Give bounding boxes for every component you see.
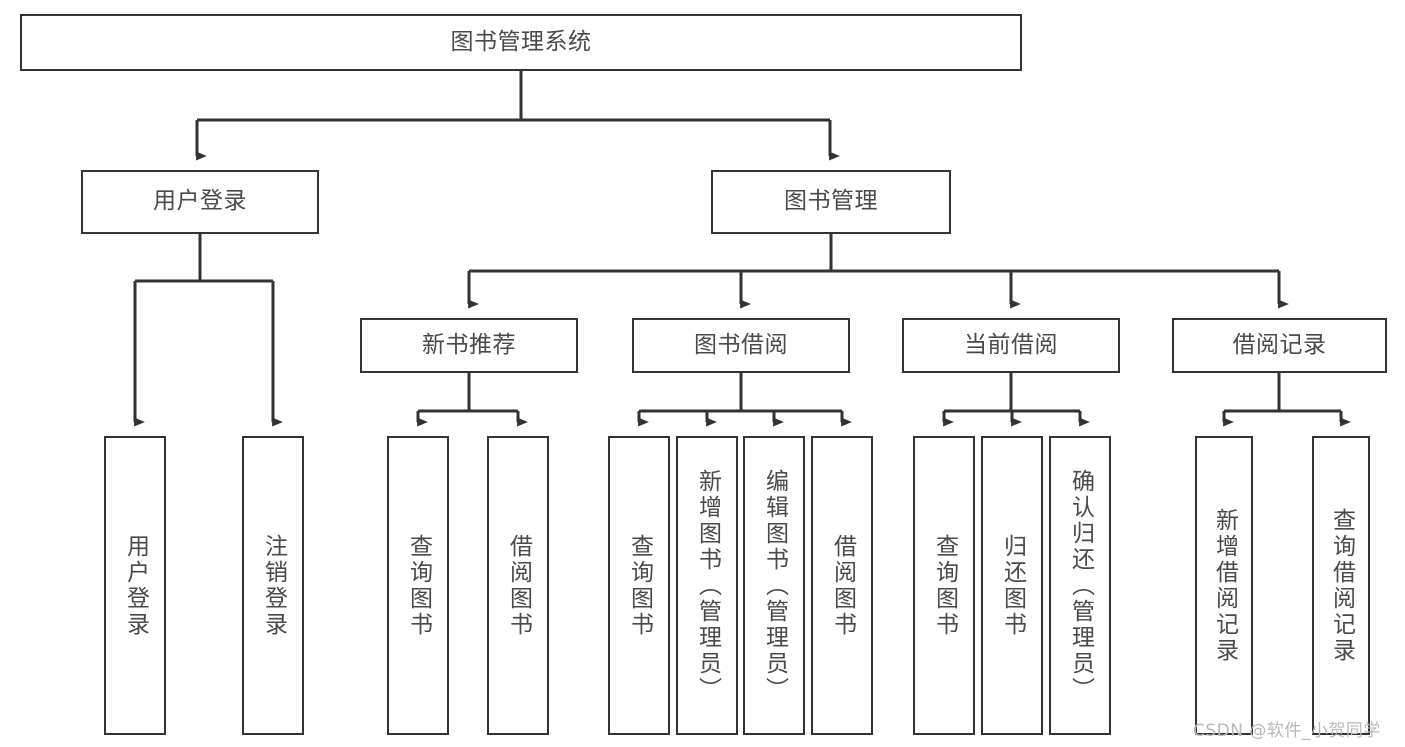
leaf-borrow-book-rec[interactable]: 借阅图书 <box>487 436 549 735</box>
leaf-edit-book-admin-label: 编辑图书（管理员） <box>761 468 788 703</box>
node-new-book-rec[interactable]: 新书推荐 <box>360 318 578 373</box>
leaf-add-book-admin[interactable]: 新增图书（管理员） <box>676 436 738 735</box>
leaf-user-login-label: 用户登录 <box>122 533 149 638</box>
leaf-user-login[interactable]: 用户登录 <box>104 436 166 735</box>
node-book-borrow-label: 图书借阅 <box>694 331 788 358</box>
leaf-borrow-book[interactable]: 借阅图书 <box>811 436 873 735</box>
node-root-label: 图书管理系统 <box>450 28 592 55</box>
leaf-return-book[interactable]: 归还图书 <box>981 436 1043 735</box>
leaf-add-borrow-record-label: 新增借阅记录 <box>1211 507 1238 664</box>
leaf-query-book-borrow-label: 查询图书 <box>626 533 653 638</box>
leaf-user-logout-label: 注销登录 <box>260 533 287 638</box>
node-user-login-label: 用户登录 <box>153 188 247 215</box>
leaf-borrow-book-rec-label: 借阅图书 <box>505 533 532 638</box>
leaf-query-book-current[interactable]: 查询图书 <box>913 436 975 735</box>
node-book-manage[interactable]: 图书管理 <box>711 170 951 234</box>
node-user-login[interactable]: 用户登录 <box>81 170 319 234</box>
node-borrow-record-label: 借阅记录 <box>1232 331 1327 358</box>
leaf-user-logout[interactable]: 注销登录 <box>242 436 304 735</box>
node-book-borrow[interactable]: 图书借阅 <box>632 318 850 373</box>
node-book-manage-label: 图书管理 <box>784 188 878 215</box>
node-root[interactable]: 图书管理系统 <box>20 14 1022 71</box>
leaf-confirm-return-admin-label: 确认归还（管理员） <box>1067 468 1094 703</box>
leaf-query-borrow-record-label: 查询借阅记录 <box>1328 507 1355 664</box>
node-borrow-record[interactable]: 借阅记录 <box>1172 318 1387 373</box>
leaf-query-book-rec-label: 查询图书 <box>405 533 432 638</box>
leaf-confirm-return-admin[interactable]: 确认归还（管理员） <box>1049 436 1111 735</box>
leaf-query-borrow-record[interactable]: 查询借阅记录 <box>1312 436 1370 735</box>
node-new-book-rec-label: 新书推荐 <box>422 331 516 358</box>
leaf-query-book-rec[interactable]: 查询图书 <box>387 436 449 735</box>
leaf-add-borrow-record[interactable]: 新增借阅记录 <box>1195 436 1253 735</box>
leaf-query-book-borrow[interactable]: 查询图书 <box>608 436 670 735</box>
leaf-return-book-label: 归还图书 <box>999 533 1026 638</box>
leaf-query-book-current-label: 查询图书 <box>931 533 958 638</box>
leaf-borrow-book-label: 借阅图书 <box>829 533 856 638</box>
csdn-watermark: CSDN @软件_小贺同学 <box>1193 721 1381 741</box>
leaf-edit-book-admin[interactable]: 编辑图书（管理员） <box>743 436 805 735</box>
leaf-add-book-admin-label: 新增图书（管理员） <box>694 468 721 703</box>
node-current-borrow-label: 当前借阅 <box>964 331 1058 358</box>
node-current-borrow[interactable]: 当前借阅 <box>902 318 1120 373</box>
